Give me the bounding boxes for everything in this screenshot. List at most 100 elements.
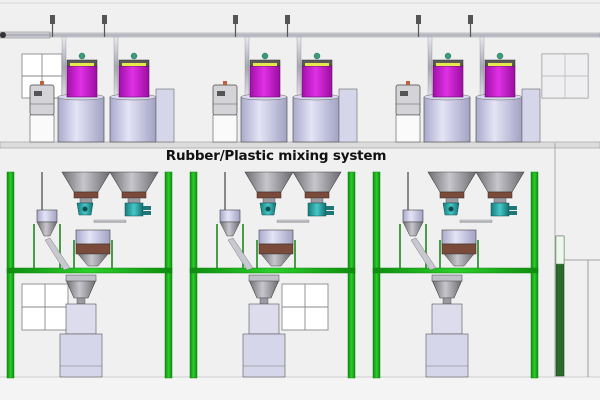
side-panel bbox=[155, 88, 175, 143]
silo-body bbox=[292, 96, 340, 143]
dc-cone bbox=[36, 221, 58, 237]
magenta-drum bbox=[484, 65, 516, 98]
mixer-cone bbox=[260, 253, 292, 267]
cabinet-display bbox=[34, 91, 42, 96]
mixer-band bbox=[258, 243, 294, 255]
packer-neck bbox=[76, 297, 86, 305]
cabinet-beacon bbox=[406, 81, 410, 85]
transfer-pipe bbox=[459, 219, 493, 223]
frame-column-left bbox=[6, 171, 15, 379]
teal-screw-feeder bbox=[124, 202, 144, 217]
pneumatic-valve bbox=[416, 15, 421, 24]
magenta-drum bbox=[66, 65, 98, 98]
side-panel bbox=[521, 88, 541, 143]
mixer-top bbox=[258, 229, 294, 245]
silo-body bbox=[57, 96, 105, 143]
packer-neck bbox=[259, 297, 269, 305]
weigh-hopper-left bbox=[244, 171, 294, 204]
window-upper-right-tint bbox=[542, 54, 588, 98]
silo-body bbox=[240, 96, 288, 143]
silo-unit-right bbox=[468, 15, 523, 143]
silo-body bbox=[423, 96, 471, 143]
hopper-outlet bbox=[445, 197, 459, 204]
window-lower-left bbox=[21, 283, 69, 331]
feeder-motor-top bbox=[509, 206, 517, 210]
silo-body bbox=[475, 96, 523, 143]
ground-floor bbox=[0, 377, 600, 400]
drum-lid-yellow bbox=[70, 63, 94, 66]
feed-pipe bbox=[61, 36, 67, 98]
mixer-band bbox=[75, 243, 111, 255]
feed-pipe bbox=[427, 36, 433, 98]
cabinet-stand bbox=[212, 114, 238, 143]
feed-pipe bbox=[296, 36, 302, 98]
drum-lid-yellow bbox=[253, 63, 277, 66]
magenta-drum bbox=[118, 65, 150, 98]
mixing-line-3 bbox=[372, 15, 541, 379]
pneumatic-valve bbox=[233, 15, 238, 24]
silo-unit-right bbox=[285, 15, 340, 143]
pneumatic-valve bbox=[468, 15, 473, 24]
dc-body bbox=[36, 209, 58, 223]
drum-lid-yellow bbox=[305, 63, 329, 66]
dust-collector bbox=[33, 172, 71, 271]
hopper-outlet bbox=[310, 197, 324, 204]
cabinet-stand bbox=[29, 114, 55, 143]
silo-body bbox=[109, 96, 157, 143]
cabinet-stand bbox=[395, 114, 421, 143]
main-conveying-pipe bbox=[0, 32, 600, 38]
weigh-hopper-right bbox=[109, 171, 159, 204]
feed-pipe bbox=[113, 36, 119, 98]
feed-pipe bbox=[479, 36, 485, 98]
packer-hopper-rim bbox=[431, 274, 463, 282]
magenta-drum bbox=[249, 65, 281, 98]
frame-column-right bbox=[347, 171, 356, 379]
mixing-line-2 bbox=[189, 15, 358, 379]
mixer-top bbox=[441, 229, 477, 245]
pneumatic-valve bbox=[285, 15, 290, 24]
teal-screw-feeder bbox=[490, 202, 510, 217]
valve-hub bbox=[265, 206, 271, 212]
frame-beam bbox=[372, 267, 539, 274]
control-cabinet bbox=[29, 81, 55, 143]
feeder-motor-bottom bbox=[143, 211, 151, 215]
drum-vent-knob bbox=[130, 52, 138, 60]
feeder-motor-top bbox=[326, 206, 334, 210]
side-panel bbox=[338, 88, 358, 143]
frame-column-right bbox=[530, 171, 539, 379]
magenta-drum bbox=[301, 65, 333, 98]
packer-hopper-rim bbox=[65, 274, 97, 282]
hopper-flange bbox=[487, 191, 513, 199]
control-cabinet bbox=[212, 81, 238, 143]
drum-lid-yellow bbox=[122, 63, 146, 66]
feeder-motor-top bbox=[143, 206, 151, 210]
dc-cone bbox=[402, 221, 424, 237]
hopper-flange bbox=[121, 191, 147, 199]
valve-hub bbox=[448, 206, 454, 212]
hopper-outlet bbox=[127, 197, 141, 204]
dc-cone bbox=[219, 221, 241, 237]
packing-unit bbox=[242, 274, 286, 378]
drum-vent-knob bbox=[496, 52, 504, 60]
feeder-motor-bottom bbox=[509, 211, 517, 215]
cabinet-beacon bbox=[223, 81, 227, 85]
mixing-line-1 bbox=[6, 15, 175, 379]
weigh-hopper-right bbox=[292, 171, 342, 204]
teal-screw-feeder bbox=[307, 202, 327, 217]
dc-chute bbox=[410, 237, 437, 271]
hopper-flange bbox=[73, 191, 99, 199]
packing-unit bbox=[59, 274, 103, 378]
dust-collector bbox=[399, 172, 437, 271]
diagram-title: Rubber/Plastic mixing system bbox=[165, 148, 387, 164]
dc-chute bbox=[227, 237, 254, 271]
cabinet-beacon bbox=[40, 81, 44, 85]
hopper-outlet bbox=[493, 197, 507, 204]
mixer-cone bbox=[77, 253, 109, 267]
packer-base bbox=[59, 333, 103, 378]
packer-neck bbox=[442, 297, 452, 305]
frame-beam bbox=[189, 267, 356, 274]
packer-base bbox=[242, 333, 286, 378]
dust-collector bbox=[216, 172, 254, 271]
